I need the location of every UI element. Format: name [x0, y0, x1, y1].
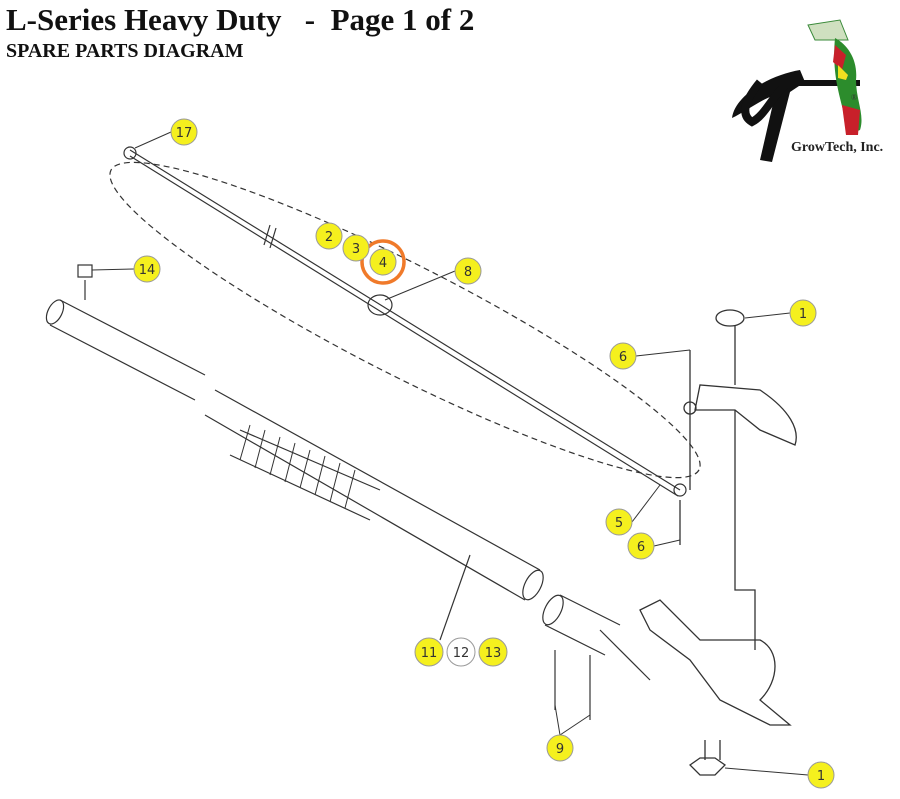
- callout-6-top[interactable]: 6: [609, 342, 637, 370]
- callout-12[interactable]: 12: [446, 637, 476, 667]
- svg-text:11: 11: [421, 646, 438, 661]
- svg-text:1: 1: [817, 769, 825, 784]
- svg-text:2: 2: [325, 230, 333, 245]
- selection-ring: [360, 239, 406, 285]
- callout-4[interactable]: 4: [369, 248, 397, 276]
- company-name: GrowTech, Inc.: [791, 140, 884, 155]
- svg-text:12: 12: [453, 646, 470, 661]
- callout-17[interactable]: 17: [170, 118, 198, 146]
- svg-text:17: 17: [176, 126, 193, 141]
- blade-parts: [639, 309, 797, 776]
- svg-text:6: 6: [619, 350, 627, 365]
- svg-text:8: 8: [464, 265, 472, 280]
- svg-text:14: 14: [139, 263, 156, 278]
- svg-text:3: 3: [352, 242, 360, 257]
- callout-6-bottom[interactable]: 6: [627, 532, 655, 560]
- growtech-logo: ®: [732, 19, 862, 162]
- svg-text:6: 6: [637, 540, 645, 555]
- cable-assembly: [109, 146, 701, 497]
- callout-13[interactable]: 13: [478, 637, 508, 667]
- callout-3[interactable]: 3: [342, 234, 370, 262]
- page-title: L-Series Heavy Duty - Page 1 of 2: [6, 2, 475, 37]
- svg-text:13: 13: [485, 646, 502, 661]
- callout-2[interactable]: 2: [315, 222, 343, 250]
- callout-14[interactable]: 14: [133, 255, 161, 283]
- callout-1-top[interactable]: 1: [789, 299, 817, 327]
- callout-1-bottom[interactable]: 1: [807, 761, 835, 789]
- page-subtitle: SPARE PARTS DIAGRAM: [6, 40, 244, 62]
- callout-9[interactable]: 9: [546, 734, 574, 762]
- svg-text:9: 9: [556, 742, 564, 757]
- leader-lines: [91, 131, 809, 776]
- callout-8[interactable]: 8: [454, 257, 482, 285]
- callout-11[interactable]: 11: [414, 637, 444, 667]
- svg-text:5: 5: [615, 516, 623, 531]
- handle-tubes: [45, 264, 651, 720]
- svg-text:1: 1: [799, 307, 807, 322]
- registered-mark: ®: [851, 93, 857, 102]
- svg-text:4: 4: [379, 256, 387, 271]
- callout-5[interactable]: 5: [605, 508, 633, 536]
